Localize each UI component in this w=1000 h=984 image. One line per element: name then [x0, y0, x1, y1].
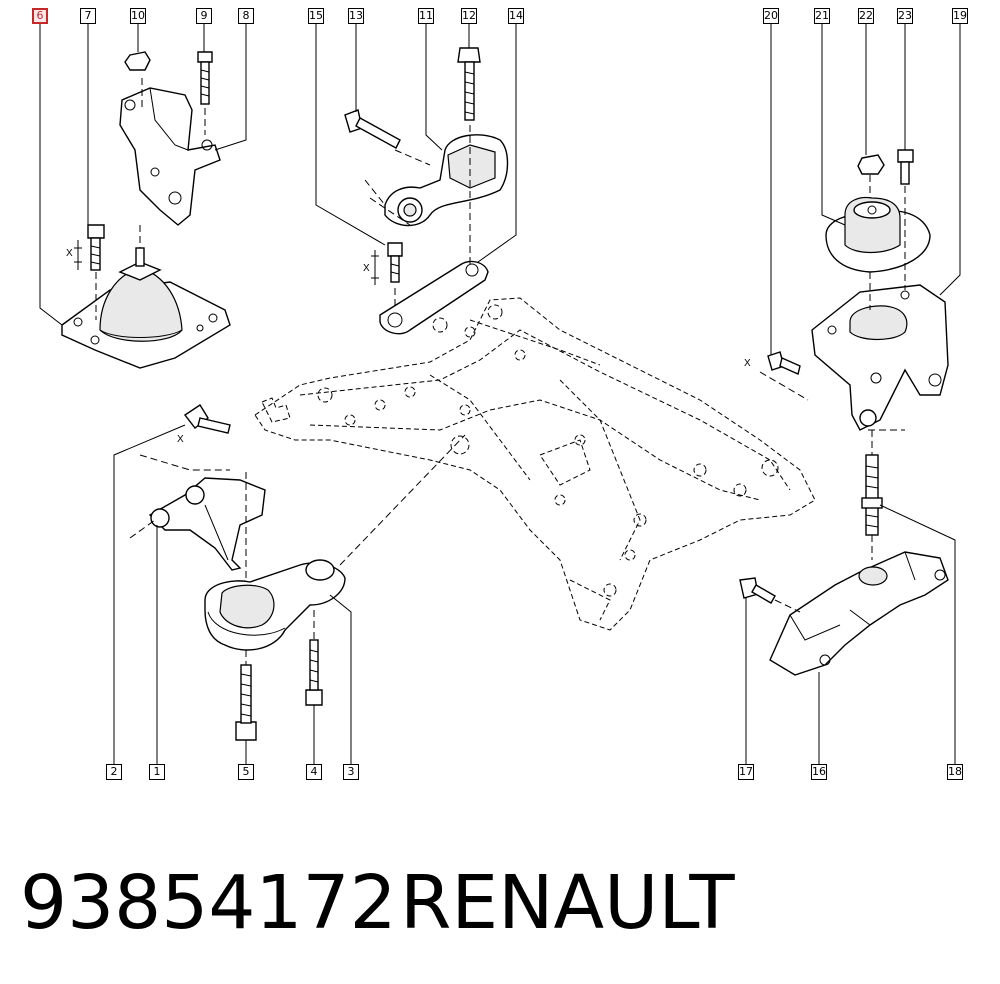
callout-14[interactable]: 14 [508, 8, 524, 24]
callout-19[interactable]: 19 [952, 8, 968, 24]
callout-2[interactable]: 2 [106, 764, 122, 780]
subframe-drawing [254, 297, 816, 631]
callout-7[interactable]: 7 [80, 8, 96, 24]
callout-22[interactable]: 22 [858, 8, 874, 24]
dimension-label-x: X [177, 434, 184, 445]
callout-4[interactable]: 4 [306, 764, 322, 780]
part-number: 93854172 [20, 860, 397, 946]
dimension-label-x: X [363, 263, 370, 274]
callout-15[interactable]: 15 [308, 8, 324, 24]
callout-6[interactable]: 6 [32, 8, 48, 24]
callout-17[interactable]: 17 [738, 764, 754, 780]
callout-5[interactable]: 5 [238, 764, 254, 780]
callout-21[interactable]: 21 [814, 8, 830, 24]
lower-left-mount-assembly [129, 404, 466, 741]
callout-3[interactable]: 3 [343, 764, 359, 780]
callout-10[interactable]: 10 [130, 8, 146, 24]
callout-23[interactable]: 23 [897, 8, 913, 24]
callout-9[interactable]: 9 [196, 8, 212, 24]
dimension-label-x: X [744, 358, 751, 369]
callout-11[interactable]: 11 [418, 8, 434, 24]
right-mount-assembly [759, 149, 949, 431]
lower-right-mount-assembly [739, 430, 949, 676]
callout-16[interactable]: 16 [811, 764, 827, 780]
callout-12[interactable]: 12 [461, 8, 477, 24]
callout-8[interactable]: 8 [238, 8, 254, 24]
dimension-label-x: X [66, 248, 73, 259]
callout-1[interactable]: 1 [149, 764, 165, 780]
callout-18[interactable]: 18 [947, 764, 963, 780]
callout-20[interactable]: 20 [763, 8, 779, 24]
brand-name: RENAULT [400, 860, 735, 946]
left-mount-assembly [61, 51, 231, 369]
torque-rod-assembly [344, 47, 509, 335]
leader-lines [39, 24, 961, 764]
callout-13[interactable]: 13 [348, 8, 364, 24]
